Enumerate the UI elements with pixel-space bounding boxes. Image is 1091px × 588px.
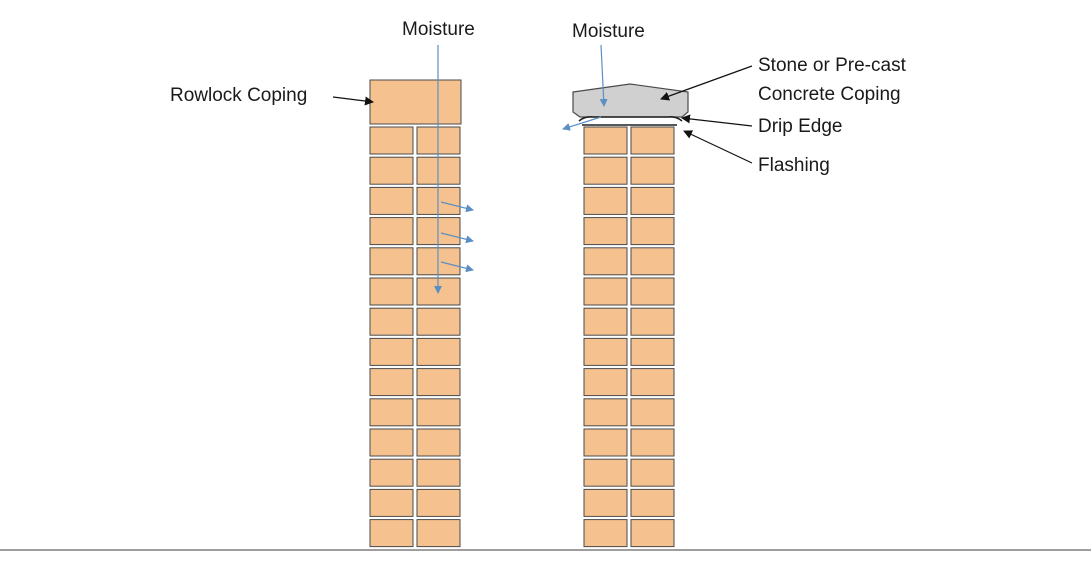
right-column-brick — [630, 277, 675, 306]
moisture-arrow-right-down — [599, 44, 608, 107]
right-column-brick — [630, 247, 675, 276]
moisture-arrow-left-out-3 — [440, 261, 474, 273]
leader-drip-edge — [681, 114, 753, 127]
left-column-brick — [416, 428, 461, 457]
stone-coping-label-line2: Concrete Coping — [758, 84, 901, 105]
moisture-label-right: Moisture — [572, 21, 645, 42]
right-column-brick — [630, 519, 675, 548]
left-column-brick — [369, 519, 414, 548]
right-column-brick — [630, 337, 675, 366]
right-column-brick — [583, 247, 628, 276]
right-column-brick — [583, 488, 628, 517]
stone-coping-cap — [572, 83, 689, 118]
stone-coping-label-line1: Stone or Pre-cast — [758, 55, 906, 76]
right-column-brick — [630, 458, 675, 487]
left-column-brick — [369, 307, 414, 336]
moisture-label-left: Moisture — [402, 19, 475, 40]
left-column-brick — [369, 186, 414, 215]
moisture-arrow-right-drip — [562, 116, 602, 131]
right-column-brick — [583, 337, 628, 366]
left-column-brick — [369, 247, 414, 276]
leader-rowlock-coping — [332, 96, 374, 106]
left-column-brick — [369, 428, 414, 457]
left-column-brick — [416, 488, 461, 517]
drip-edge — [578, 116, 683, 122]
right-column-brick — [583, 217, 628, 246]
right-column-brick — [583, 307, 628, 336]
drip-edge-label: Drip Edge — [758, 116, 843, 137]
leader-stone-coping — [660, 65, 753, 101]
left-column-brick — [416, 307, 461, 336]
left-column-brick — [369, 368, 414, 397]
right-column-brick — [630, 217, 675, 246]
right-column-brick — [583, 156, 628, 185]
left-column-brick — [369, 398, 414, 427]
right-column-brick — [630, 126, 675, 155]
left-column-brick — [369, 217, 414, 246]
right-column-brick — [630, 368, 675, 397]
rowlock-coping-label: Rowlock Coping — [170, 85, 308, 106]
right-brick-column — [583, 126, 675, 548]
right-column-brick — [583, 277, 628, 306]
moisture-arrow-left-out-2 — [440, 232, 474, 244]
right-column-brick — [630, 186, 675, 215]
right-column-brick — [583, 458, 628, 487]
left-brick-column — [369, 126, 461, 548]
left-column-brick — [369, 488, 414, 517]
right-column-brick — [630, 307, 675, 336]
right-column-brick — [583, 428, 628, 457]
left-column-brick — [416, 368, 461, 397]
moisture-arrow-left-out-1 — [440, 201, 474, 213]
left-column-brick — [416, 337, 461, 366]
left-column-brick — [369, 458, 414, 487]
right-column-brick — [630, 488, 675, 517]
rowlock-coping-brick — [369, 79, 462, 125]
right-column-brick — [583, 186, 628, 215]
left-column-brick — [416, 458, 461, 487]
right-column-brick — [583, 519, 628, 548]
left-column-brick — [369, 156, 414, 185]
right-column-brick — [630, 398, 675, 427]
flashing-label: Flashing — [758, 155, 830, 176]
right-column-brick — [583, 368, 628, 397]
left-column-brick — [416, 398, 461, 427]
left-column-brick — [416, 519, 461, 548]
left-column-brick — [369, 277, 414, 306]
leader-flashing — [683, 130, 753, 164]
right-column-brick — [583, 398, 628, 427]
right-column-brick — [630, 156, 675, 185]
right-column-brick — [583, 126, 628, 155]
right-column-brick — [630, 428, 675, 457]
left-column-brick — [369, 337, 414, 366]
left-column-brick — [369, 126, 414, 155]
